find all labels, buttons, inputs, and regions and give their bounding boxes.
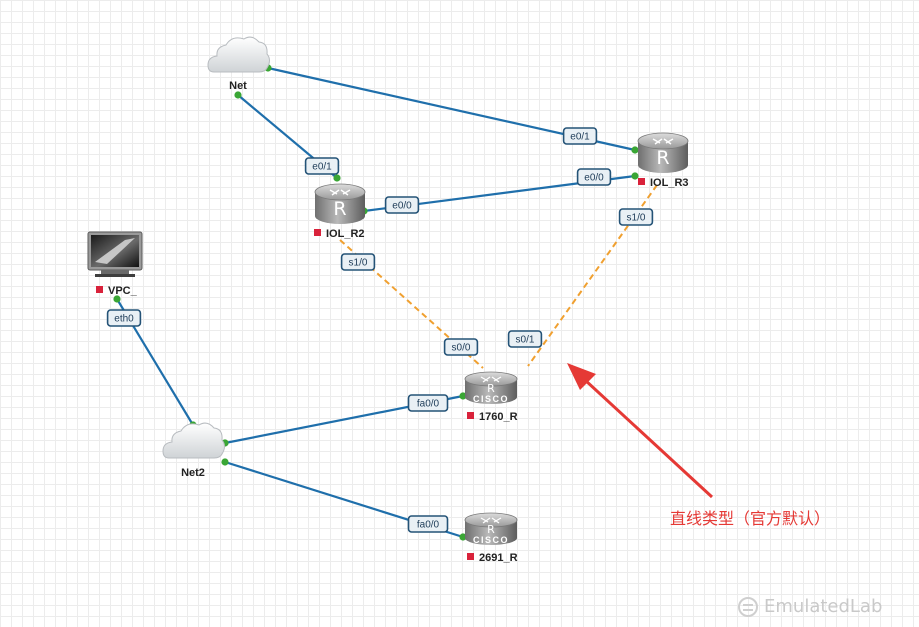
port-label-box (618, 208, 654, 226)
port-label-text: e0/1 (312, 162, 332, 173)
port-label-text: e0/0 (584, 173, 604, 184)
status-indicator (467, 553, 474, 560)
link-endpoint-dot (234, 91, 242, 99)
port-label-text: eth0 (114, 314, 134, 325)
link-endpoint-dot (459, 533, 467, 541)
link-endpoint-dot (221, 458, 229, 466)
link-iol_r3-r1760[interactable] (527, 184, 658, 367)
net2-cloud[interactable] (162, 422, 225, 459)
port-label-box (407, 515, 449, 533)
port-label-box (304, 157, 340, 175)
port-label-box (443, 338, 479, 356)
port-label[interactable]: e0/1 (562, 127, 598, 145)
router-icon (314, 183, 366, 225)
vpc-label: VPC_ (108, 285, 138, 297)
link-endpoint-dot (631, 172, 639, 180)
iol-r3-router[interactable] (637, 132, 689, 174)
port-label-text: s0/0 (452, 343, 471, 354)
port-label-text: s0/1 (516, 335, 535, 346)
pc-icon (87, 231, 143, 278)
iol-r3-label: IOL_R3 (650, 177, 689, 189)
annotation-text: 直线类型（官方默认） (670, 509, 831, 528)
link-endpoint-dot (631, 146, 639, 154)
port-label-text: e0/0 (392, 201, 412, 212)
watermark-text: EmulatedLab (764, 596, 883, 617)
port-label-text: e0/1 (570, 132, 590, 143)
ports-layer: e0/1 e0/1 e0/0 e0/0 s1/0 s0/0 s1/0 s0/1 eth0 fa0/… (106, 127, 654, 533)
port-label[interactable]: fa0/0 (407, 515, 449, 533)
annotation-arrow (567, 363, 714, 499)
net2-label: Net2 (181, 467, 205, 479)
port-label-box (106, 309, 142, 327)
r2691-router[interactable] (464, 512, 518, 546)
cloud-icon (162, 422, 225, 459)
port-label[interactable]: s1/0 (340, 253, 376, 271)
link-endpoint-dot (333, 174, 341, 182)
port-label-box (562, 127, 598, 145)
r2691-label: 2691_R (479, 552, 518, 564)
status-indicator (638, 178, 645, 185)
link-endpoint-dot (459, 392, 467, 400)
status-indicator (467, 412, 474, 419)
port-label[interactable]: s0/0 (443, 338, 479, 356)
status-indicator (314, 229, 321, 236)
r1760-label: 1760_R (479, 411, 518, 423)
iol-r2-router[interactable] (314, 183, 366, 225)
port-label[interactable]: e0/0 (384, 196, 420, 214)
cisco-router-icon (464, 371, 518, 405)
port-label-text: s1/0 (349, 258, 368, 269)
port-label-box (384, 196, 420, 214)
port-label-box (507, 330, 543, 348)
cisco-router-icon (464, 512, 518, 546)
status-indicator (96, 286, 103, 293)
r1760-router[interactable] (464, 371, 518, 405)
net-cloud[interactable] (207, 36, 270, 73)
net-label: Net (229, 80, 247, 92)
iol-r2-label: IOL_R2 (326, 228, 365, 240)
port-label-text: fa0/0 (417, 520, 440, 531)
port-label[interactable]: s0/1 (507, 330, 543, 348)
cloud-icon (207, 36, 270, 73)
port-label-box (340, 253, 376, 271)
port-label[interactable]: eth0 (106, 309, 142, 327)
link-endpoint-dot (113, 295, 121, 303)
port-label[interactable]: fa0/0 (407, 394, 449, 412)
port-label[interactable]: s1/0 (618, 208, 654, 226)
vpc-host[interactable] (87, 231, 143, 278)
port-label[interactable]: e0/1 (304, 157, 340, 175)
emulatedlab-logo-icon (738, 596, 758, 617)
port-label-box (407, 394, 449, 412)
port-label-box (576, 168, 612, 186)
router-icon (637, 132, 689, 174)
port-label-text: fa0/0 (417, 399, 440, 410)
watermark: EmulatedLab (738, 596, 882, 617)
port-label-text: s1/0 (627, 213, 646, 224)
port-label[interactable]: e0/0 (576, 168, 612, 186)
